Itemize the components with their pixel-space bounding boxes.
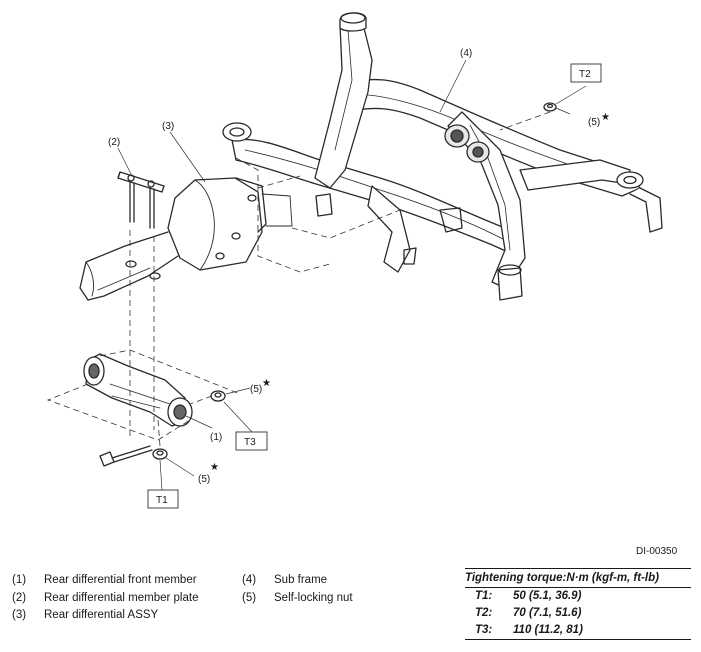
star-lower: ★	[210, 462, 219, 473]
figure-reference-code: DI-00350	[636, 546, 678, 557]
torque-box-t1: T1	[147, 489, 179, 509]
rear-differential-front-member	[83, 353, 193, 427]
callout-5-lower: (5)	[198, 474, 210, 485]
torque-box-t1-label: T1	[156, 495, 168, 506]
rear-differential-member-plate	[117, 171, 165, 229]
parts-legend-right: (4) Sub frame (5) Self-locking nut	[242, 572, 353, 607]
callout-2: (2)	[108, 137, 120, 148]
torque-value: 70 (7.1, 51.6)	[513, 607, 582, 619]
torque-key: T1:	[475, 590, 493, 602]
torque-row: T3: 110 (11.2, 81)	[465, 622, 691, 640]
self-locking-nut-lower	[152, 448, 168, 460]
sub-frame	[222, 12, 663, 301]
star-front: ★	[262, 378, 271, 389]
rear-differential-assy	[79, 177, 293, 301]
torque-value: 50 (5.1, 36.9)	[513, 590, 582, 602]
legend-item: (1) Rear differential front member	[12, 572, 198, 590]
torque-key: T2:	[475, 607, 493, 619]
exploded-assembly-diagram: (2) (3) (4) (5) ★ (5) ★ (1) (5) ★ T2 T3 …	[46, 12, 663, 509]
torque-box-t3: T3	[235, 431, 268, 451]
callout-5-front: (5)	[250, 384, 262, 395]
legend-item-text: Rear differential front member	[44, 574, 197, 586]
torque-value: 110 (11.2, 81)	[513, 624, 583, 636]
parts-legend-left: (1) Rear differential front member (2) Rea…	[12, 572, 198, 625]
callout-4: (4)	[460, 48, 472, 59]
self-locking-nut-front-right	[210, 390, 226, 402]
legend-item-text: Sub frame	[274, 574, 328, 586]
legend-item-text: Rear differential member plate	[44, 591, 199, 604]
legend-item: (2) Rear differential member plate	[12, 590, 198, 608]
legend-item-number: (4)	[242, 574, 257, 586]
torque-row: T2: 70 (7.1, 51.6)	[465, 605, 691, 622]
legend-item-text: Self-locking nut	[274, 591, 353, 604]
legend-item: (3) Rear differential ASSY	[12, 607, 198, 625]
torque-key: T3:	[475, 624, 493, 636]
callout-3: (3)	[162, 121, 174, 132]
leader-lines	[117, 59, 587, 491]
torque-table: Tightening torque:N·m (kgf-m, ft-lb) T1:…	[465, 568, 691, 640]
assembly-lines	[46, 111, 551, 447]
torque-box-t2: T2	[570, 63, 602, 83]
callout-1: (1)	[210, 432, 222, 443]
torque-table-title: Tightening torque:N·m (kgf-m, ft-lb)	[465, 568, 691, 588]
legend-item-number: (5)	[242, 591, 257, 604]
torque-box-t3-label: T3	[244, 437, 256, 448]
legend-item-number: (3)	[12, 609, 27, 621]
callout-5-rear: (5)	[588, 117, 600, 128]
legend-item: (5) Self-locking nut	[242, 590, 353, 608]
star-rear: ★	[601, 112, 610, 123]
torque-row: T1: 50 (5.1, 36.9)	[465, 588, 691, 605]
self-locking-nut-rear	[543, 102, 557, 112]
torque-box-t2-label: T2	[579, 69, 591, 80]
mounting-bolt	[99, 445, 153, 467]
legend-item: (4) Sub frame	[242, 572, 353, 590]
legend-item-number: (2)	[12, 591, 27, 604]
legend-item-text: Rear differential ASSY	[44, 609, 159, 621]
legend-item-number: (1)	[12, 574, 27, 586]
